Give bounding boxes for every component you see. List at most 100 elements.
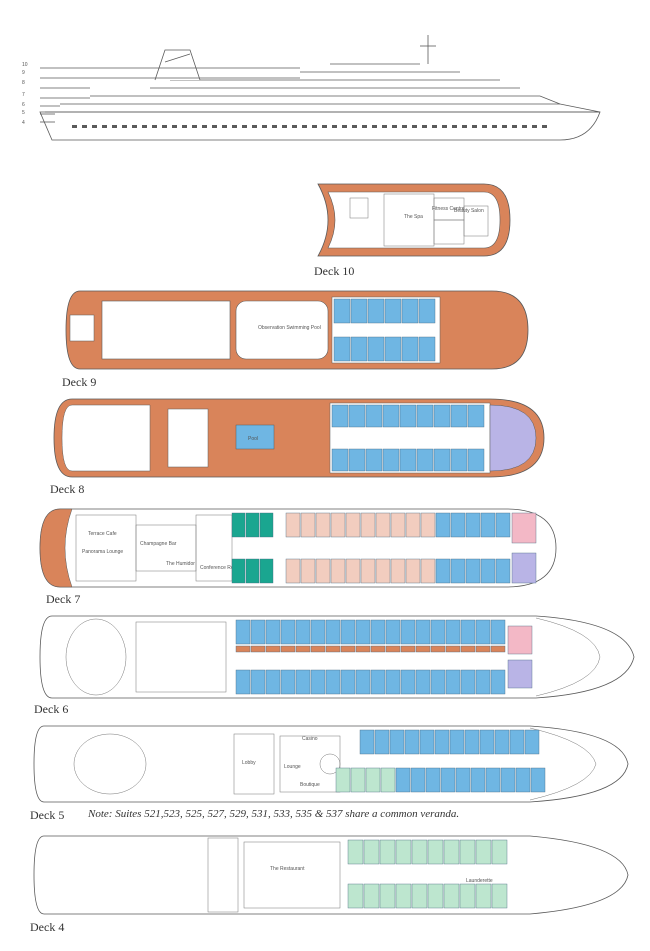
cabin-cell <box>490 645 506 653</box>
cabin-cell <box>395 839 412 865</box>
cabin-cell <box>347 883 364 909</box>
porthole <box>422 125 427 128</box>
deck7-room-champagne: Champagne Bar <box>140 541 177 547</box>
cabin-cell <box>427 839 444 865</box>
porthole <box>282 125 287 128</box>
cabin-cell <box>427 883 444 909</box>
cabin-cell <box>420 512 436 538</box>
porthole <box>462 125 467 128</box>
cabin-cell <box>325 645 341 653</box>
deck7-room-humidor: The Humidor <box>166 561 195 567</box>
cabin-cell <box>331 404 349 428</box>
cabin-cell <box>370 645 386 653</box>
cabin-cell <box>331 448 349 472</box>
cabin-cell <box>385 669 401 695</box>
cabin-cell <box>485 767 501 793</box>
porthole <box>122 125 127 128</box>
cabin-cell <box>460 619 476 645</box>
deck-9-drawing: Observation Swimming Pool <box>65 290 529 370</box>
cabin-cell <box>411 883 428 909</box>
cabin-cell <box>509 729 525 755</box>
cabin-cell <box>430 645 446 653</box>
porthole <box>72 125 77 128</box>
cabin-cell <box>325 669 341 695</box>
cabin-cell <box>245 512 260 538</box>
porthole <box>412 125 417 128</box>
deck-8-label: Deck 8 <box>50 482 85 496</box>
cabin-cell <box>359 729 375 755</box>
deck-6-label: Deck 6 <box>34 702 69 716</box>
cabin-cell <box>464 729 480 755</box>
cabin-cell <box>390 558 406 584</box>
cabin-cell <box>315 512 331 538</box>
cabin-cell <box>418 336 436 362</box>
cabin-cell <box>491 883 508 909</box>
cabin-cell <box>330 558 346 584</box>
cabin-cell <box>399 448 417 472</box>
cabin-cell <box>530 767 546 793</box>
cabin-cell <box>455 767 471 793</box>
porthole <box>262 125 267 128</box>
porthole <box>502 125 507 128</box>
cabin-cell <box>360 512 376 538</box>
cabin-cell <box>443 883 460 909</box>
cabin-cell <box>450 404 468 428</box>
cabin-cell <box>450 448 468 472</box>
cabin-cell <box>515 767 531 793</box>
deck7-room-panorama: Panorama Lounge <box>82 549 123 555</box>
cabin-cell <box>295 669 311 695</box>
deck-6-plan <box>36 612 636 702</box>
cabin-cell <box>449 729 465 755</box>
deck10-room-beauty: Beauty Salon <box>454 208 484 214</box>
cabin-cell <box>389 729 405 755</box>
porthole <box>212 125 217 128</box>
cabin-cell <box>443 839 460 865</box>
porthole <box>252 125 257 128</box>
porthole <box>192 125 197 128</box>
cabin-cell <box>355 619 371 645</box>
cabin-cell <box>300 558 316 584</box>
deck-9-label: Deck 9 <box>62 375 97 389</box>
porthole <box>452 125 457 128</box>
porthole <box>112 125 117 128</box>
cabin-cell <box>524 729 540 755</box>
cabin-cell <box>350 767 366 793</box>
cabin-cell <box>285 558 301 584</box>
cabin-cell <box>410 767 426 793</box>
porthole <box>322 125 327 128</box>
porthole <box>532 125 537 128</box>
cabin-cell <box>345 512 361 538</box>
porthole <box>332 125 337 128</box>
deck-7-label: Deck 7 <box>46 592 81 606</box>
cabin-cell <box>415 645 431 653</box>
deck10-room-fitness: Fitness Centre <box>432 206 465 212</box>
deck-5-label: Deck 5 <box>30 808 65 822</box>
cabin-cell <box>250 645 266 653</box>
cabin-cell <box>467 404 485 428</box>
porthole <box>432 125 437 128</box>
cabin-cell <box>390 512 406 538</box>
cabin-cell <box>245 558 260 584</box>
cabin-cell <box>315 558 331 584</box>
cabin-cell <box>259 512 274 538</box>
cabin-cell <box>310 619 326 645</box>
cabin-cell <box>310 645 326 653</box>
cabin-cell <box>265 619 281 645</box>
deck-4-drawing: The Restaurant Launderette <box>33 835 629 915</box>
cabin-cell <box>405 512 421 538</box>
cabin-cell <box>440 767 456 793</box>
cabin-cell <box>367 336 385 362</box>
cabin-cell <box>460 645 476 653</box>
cabin-cell <box>350 298 368 324</box>
cabin-cell <box>425 767 441 793</box>
cabin-cell <box>280 669 296 695</box>
cabin-cell <box>285 512 301 538</box>
cabin-cell <box>295 645 311 653</box>
cabin-cell <box>250 619 266 645</box>
profile-deck-number: 5 <box>22 110 25 116</box>
cabin-cell <box>360 558 376 584</box>
cabin-cell <box>500 767 516 793</box>
cabin-cell <box>310 669 326 695</box>
